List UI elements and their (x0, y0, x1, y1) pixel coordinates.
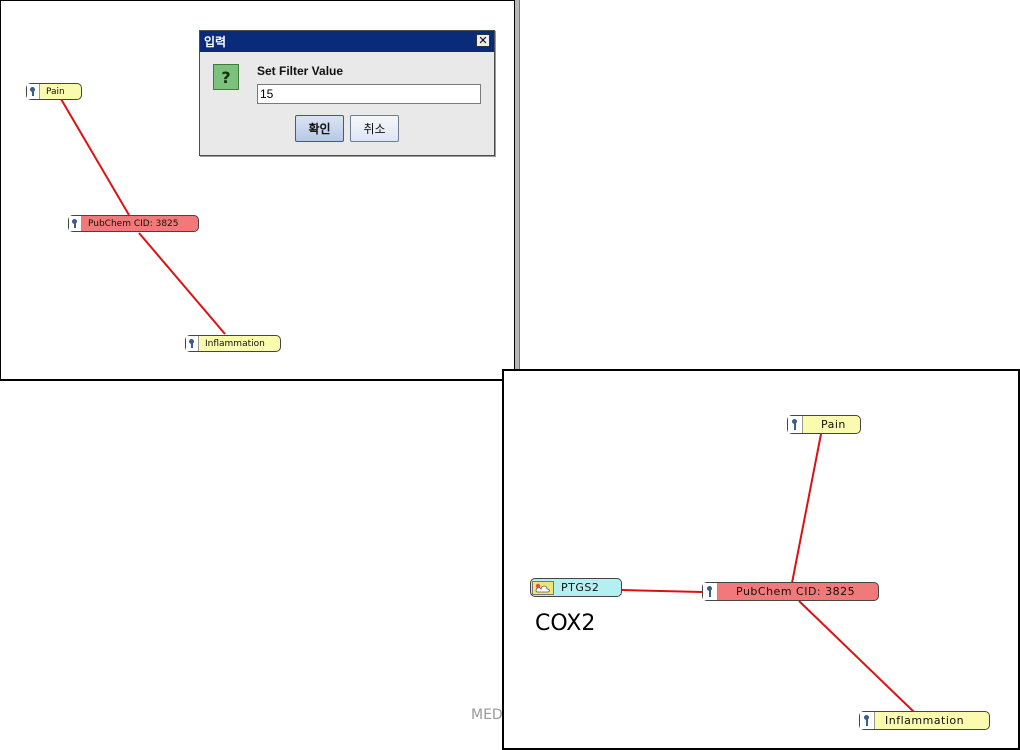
node-label: Pain (46, 86, 65, 97)
dialog-titlebar[interactable]: 입력 ✕ (200, 31, 494, 52)
node-inflammation[interactable]: Inflammation (859, 711, 990, 730)
edge-pain-compound (60, 98, 130, 216)
dialog-title: 입력 (204, 35, 227, 49)
pin-icon (860, 712, 875, 729)
node-inflammation[interactable]: Inflammation (185, 335, 281, 352)
bottom-network-panel: Pain PubChem CID: 3825 PTGS2 Inflammatio… (502, 369, 1020, 750)
pin-icon (703, 583, 718, 600)
edge-gene-compound (621, 589, 703, 593)
pin-icon (27, 84, 40, 99)
node-gene[interactable]: PTGS2 (530, 578, 622, 597)
cancel-button[interactable]: 취소 (350, 115, 399, 142)
dialog-message: Set Filter Value (257, 64, 344, 78)
close-icon[interactable]: ✕ (476, 34, 490, 47)
edge-compound-inflammation (138, 232, 226, 335)
edge-pain-compound (791, 433, 822, 584)
node-pain[interactable]: Pain (26, 83, 82, 100)
node-label: PubChem CID: 3825 (88, 218, 179, 229)
background-text: MED (471, 707, 503, 723)
pin-icon (186, 336, 199, 351)
node-compound[interactable]: PubChem CID: 3825 (702, 582, 879, 601)
filter-value-input[interactable] (257, 84, 481, 104)
node-pain[interactable]: Pain (787, 415, 861, 434)
gene-annotation-label: COX2 (535, 611, 596, 636)
gene-icon (531, 579, 555, 596)
node-label: PTGS2 (561, 581, 600, 594)
node-label: Pain (821, 418, 846, 431)
node-label: Inflammation (885, 714, 965, 727)
node-label: Inflammation (205, 338, 265, 349)
bottom-edges (621, 433, 915, 713)
question-icon: ? (213, 64, 239, 90)
node-compound[interactable]: PubChem CID: 3825 (68, 215, 199, 232)
pin-icon (69, 216, 82, 231)
top-edges (60, 98, 226, 335)
panel-scroll-rail[interactable] (515, 0, 520, 370)
filter-input-dialog: 입력 ✕ ? Set Filter Value 확인 취소 (199, 30, 495, 156)
edge-compound-inflammation (798, 600, 915, 713)
pin-icon (788, 416, 803, 433)
node-label: PubChem CID: 3825 (736, 585, 856, 598)
ok-button[interactable]: 확인 (295, 115, 344, 142)
